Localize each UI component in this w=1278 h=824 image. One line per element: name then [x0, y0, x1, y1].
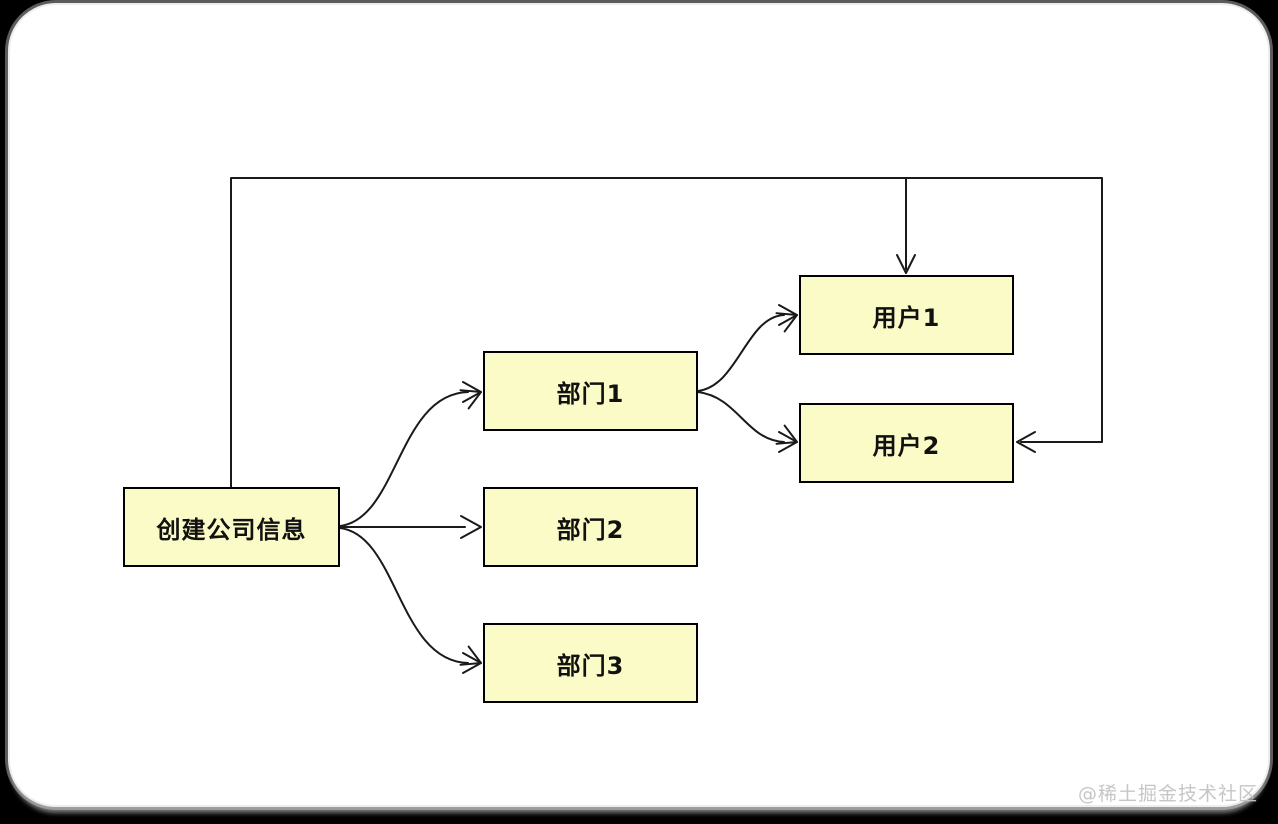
- node-dept-2: 部门2: [483, 487, 698, 567]
- node-user-2-label: 用户2: [872, 431, 941, 460]
- node-user-2: 用户2: [799, 403, 1014, 483]
- node-create-company: 创建公司信息: [123, 487, 340, 567]
- watermark-text: @稀土掘金技术社区: [1077, 783, 1258, 805]
- edge-create-to-dept2: [339, 515, 482, 539]
- edge-dept1-to-user2: [697, 391, 798, 453]
- edge-dept1-to-user1: [697, 304, 798, 392]
- node-dept-2-label: 部门2: [556, 515, 625, 544]
- node-user-1: 用户1: [799, 275, 1014, 355]
- node-user-1-label: 用户1: [872, 303, 941, 332]
- node-dept-1-label: 部门1: [556, 379, 625, 408]
- node-dept-3: 部门3: [483, 623, 698, 703]
- diagram-canvas: 创建公司信息 部门1 部门2 部门3 用户1 用户2: [10, 5, 1268, 805]
- node-create-company-label: 创建公司信息: [156, 515, 307, 544]
- node-dept-1: 部门1: [483, 351, 698, 431]
- node-dept-3-label: 部门3: [556, 651, 625, 680]
- edge-create-to-dept3: [339, 527, 482, 674]
- edge-create-to-dept1: [339, 381, 482, 527]
